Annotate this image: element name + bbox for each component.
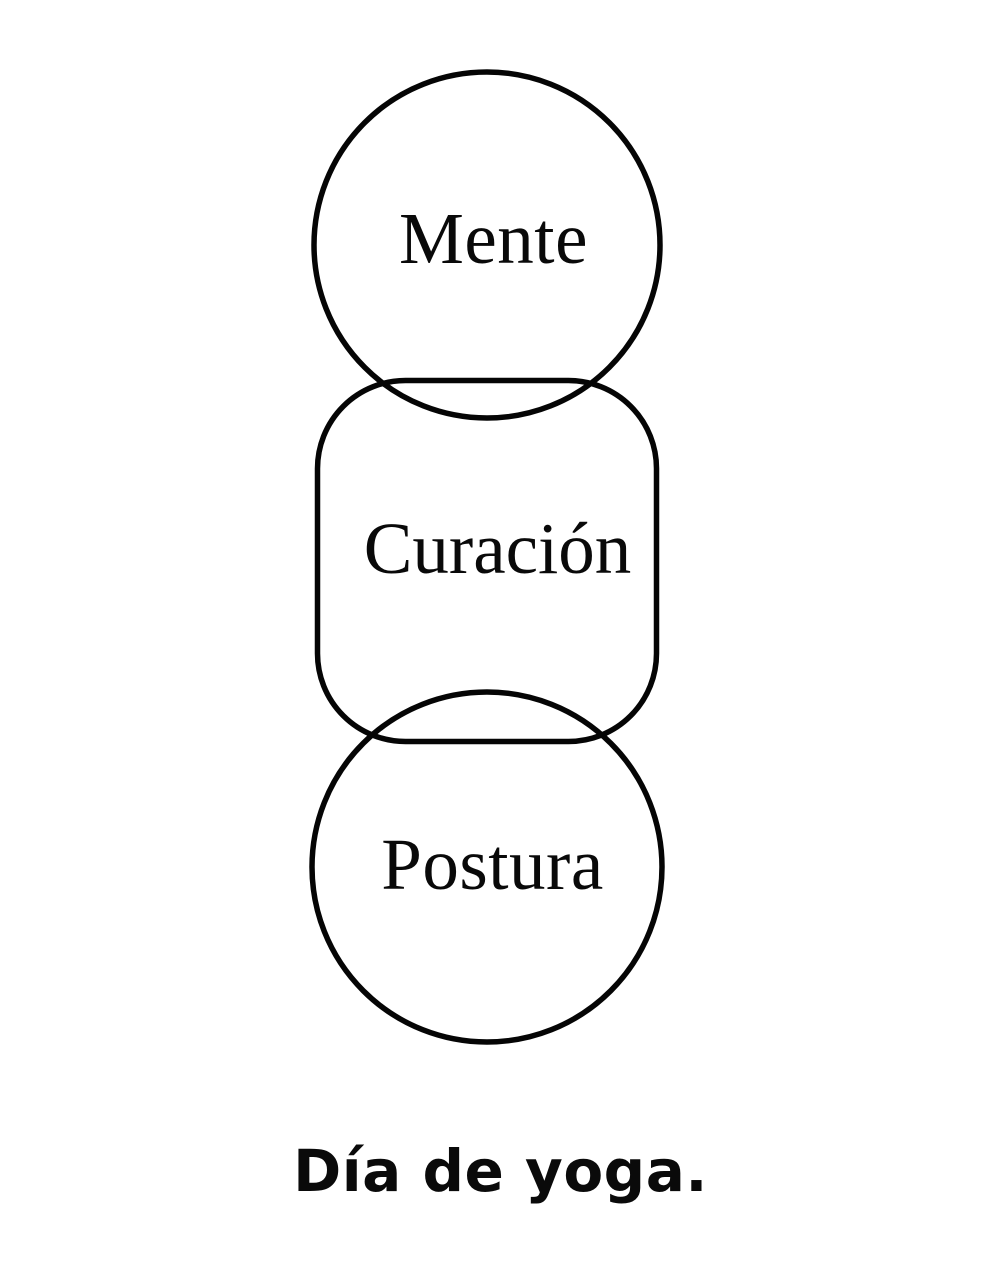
diagram-caption: Día de yoga. [293, 1137, 708, 1205]
shape-bottom-circle[interactable] [312, 692, 662, 1042]
shape-middle-squircle[interactable] [318, 381, 657, 742]
shape-top-circle[interactable] [314, 72, 660, 418]
